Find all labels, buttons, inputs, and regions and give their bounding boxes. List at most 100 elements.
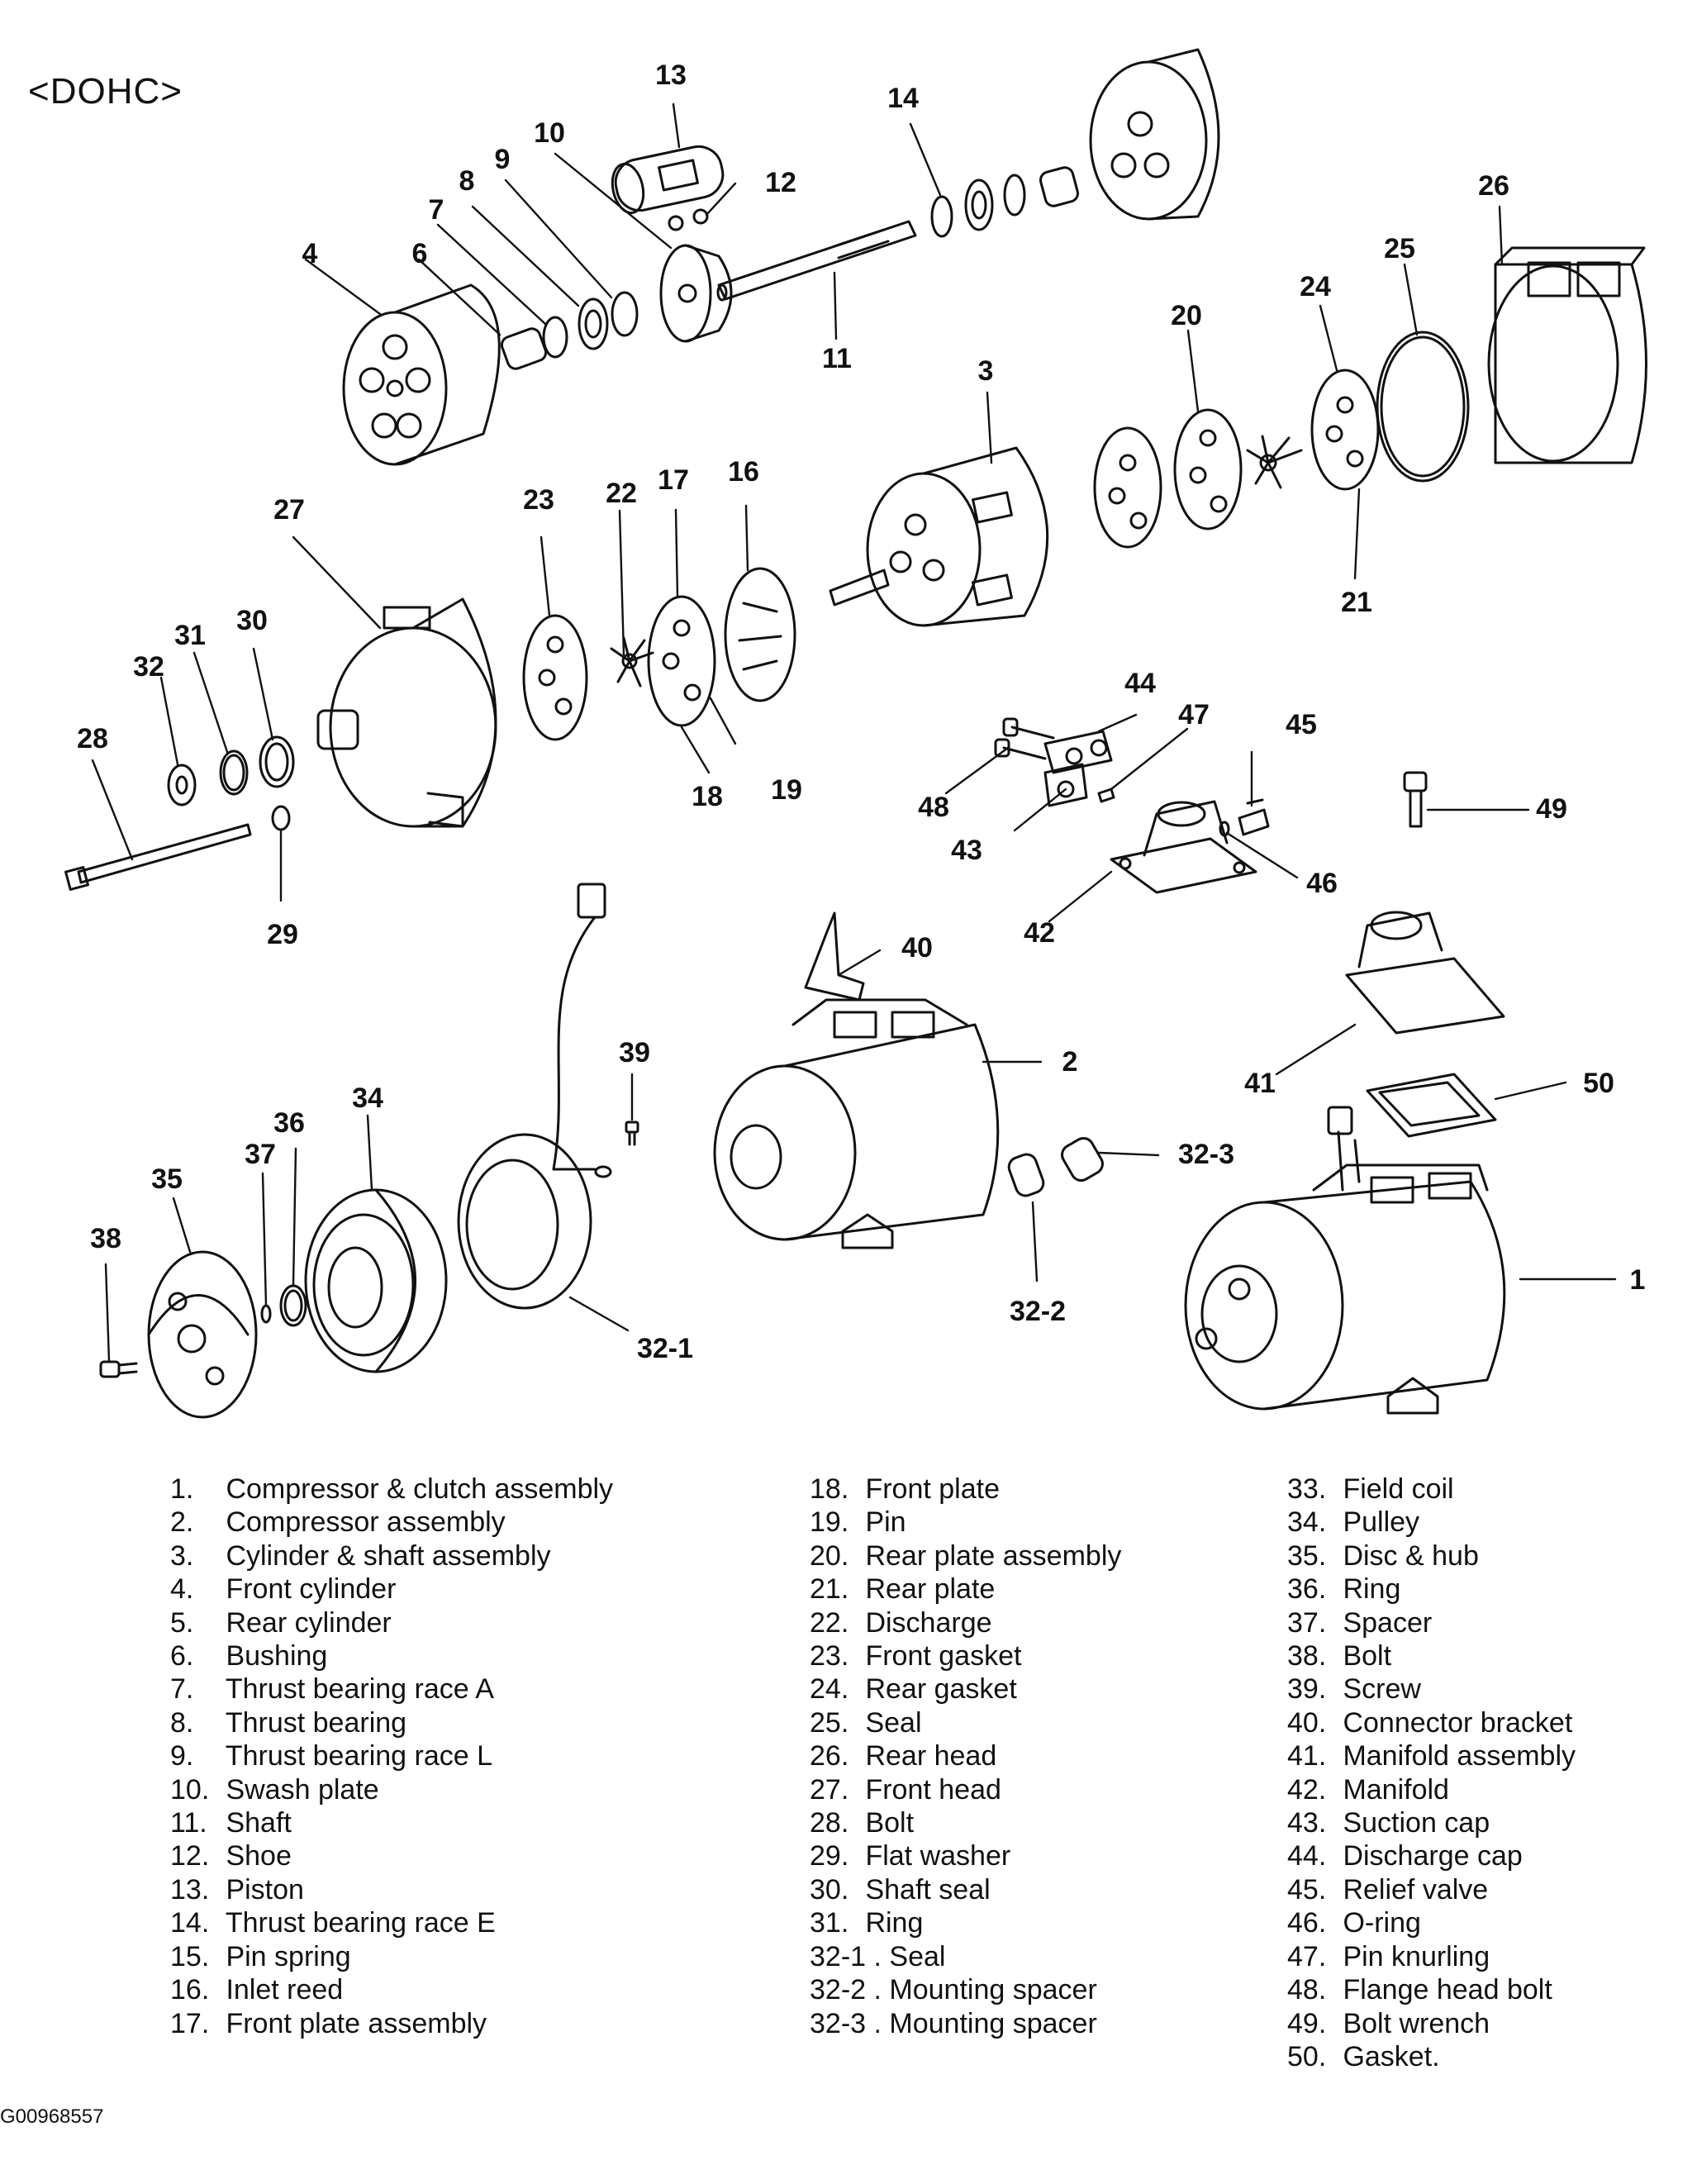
legend-item: 36. Ring <box>1287 1573 1576 1606</box>
legend-item: 38. Bolt <box>1287 1639 1576 1672</box>
legend-item-label: Thrust bearing race A <box>225 1673 494 1706</box>
rear-plate-21 <box>1093 426 1162 549</box>
inlet-reed-16 <box>724 567 796 702</box>
legend-item-number: 29. <box>810 1840 849 1872</box>
callout-12: 12 <box>765 167 796 198</box>
legend-item-label: Ring <box>865 1907 924 1939</box>
thrust-bearing-8 <box>578 297 609 350</box>
legend-item-number: 10. <box>170 1773 210 1806</box>
bolt-38 <box>99 1360 138 1378</box>
legend-item-label: Swash plate <box>226 1773 379 1806</box>
bolt-wrench-49 <box>1403 771 1428 828</box>
relief-valve-45 <box>1238 798 1270 836</box>
callout-4: 4 <box>302 238 318 269</box>
manifold-42 <box>1110 800 1257 894</box>
o-ring-46 <box>1219 821 1230 837</box>
callout-38: 38 <box>90 1223 121 1254</box>
legend-item-label: Mounting spacer <box>889 1974 1097 2006</box>
legend-item-number: 32-1 . <box>810 1940 882 1972</box>
legend-item: 16. Inlet reed <box>170 1973 613 2006</box>
legend-item-label: Bolt <box>865 1807 915 1839</box>
legend-item: 32-1 . Seal <box>810 1940 1121 1973</box>
legend-item-label: Front plate <box>865 1473 1000 1505</box>
legend-item: 41. Manifold assembly <box>1287 1739 1576 1772</box>
legend-item-label: Rear plate <box>865 1573 996 1606</box>
legend-item-label: Thrust bearing race E <box>225 1907 496 1939</box>
legend-item-label: Field coil <box>1343 1473 1454 1505</box>
legend-item: 19. Pin <box>810 1506 1121 1539</box>
legend-item-label: Pulley <box>1343 1506 1420 1539</box>
legend-item-number: 43. <box>1287 1807 1327 1839</box>
shoe-12 <box>668 208 709 231</box>
legend-item-label: Front plate assembly <box>226 2007 487 2039</box>
legend-item: 32-2 . Mounting spacer <box>810 1973 1121 2006</box>
rear-gasket-24 <box>1310 369 1380 491</box>
callout-37: 37 <box>245 1139 276 1170</box>
legend-item-number: 36. <box>1287 1573 1327 1606</box>
legend-item: 28. Bolt <box>810 1806 1121 1839</box>
legend-item-label: Bolt wrench <box>1343 2007 1490 2039</box>
connector-bracket-40 <box>804 911 865 1002</box>
callout-25: 25 <box>1384 233 1415 264</box>
legend-item: 14. Thrust bearing race E <box>170 1906 613 1939</box>
legend-item: 4. Front cylinder <box>170 1573 613 1606</box>
legend-item: 18. Front plate <box>810 1473 1121 1506</box>
legend-item: 32-3 . Mounting spacer <box>810 2007 1121 2040</box>
front-head-27 <box>316 597 497 828</box>
legend-item: 20. Rear plate assembly <box>810 1539 1121 1573</box>
flat-washer-29 <box>271 805 291 831</box>
callout-43: 43 <box>951 835 982 866</box>
callout-40: 40 <box>901 932 933 964</box>
front-gasket-23 <box>522 614 588 741</box>
legend-item-number: 2. <box>170 1506 194 1539</box>
legend-item-label: Shaft seal <box>865 1873 991 1906</box>
legend-item: 21. Rear plate <box>810 1573 1121 1606</box>
legend-item-label: Screw <box>1343 1673 1421 1706</box>
discharge-cap-44 <box>1043 730 1113 774</box>
callout-26: 26 <box>1478 170 1509 202</box>
legend-item-label: Compressor assembly <box>226 1506 506 1539</box>
callout-3: 3 <box>978 355 994 387</box>
legend-item: 31. Ring <box>810 1906 1121 1939</box>
front-cylinder-4 <box>342 283 501 466</box>
callout-6: 6 <box>412 238 428 269</box>
legend-item-label: Flange head bolt <box>1343 1974 1552 2006</box>
callout-7: 7 <box>429 194 444 226</box>
callout-32-1: 32-1 <box>637 1333 693 1364</box>
legend-item-number: 37. <box>1287 1606 1327 1639</box>
callout-42: 42 <box>1024 917 1055 949</box>
gasket-50 <box>1366 1073 1497 1138</box>
legend-item-label: Compressor & clutch assembly <box>226 1473 614 1505</box>
legend-item-number: 32-3 . <box>810 2007 882 2039</box>
legend-item: 9. Thrust bearing race L <box>170 1739 613 1772</box>
legend-item-number: 49. <box>1287 2007 1327 2039</box>
compressor-clutch-assembly-1 <box>1184 1106 1506 1415</box>
callout-50: 50 <box>1583 1068 1614 1099</box>
legend-item-label: Front gasket <box>865 1640 1022 1672</box>
legend-item-number: 8. <box>170 1706 194 1739</box>
legend-item-number: 38. <box>1287 1640 1327 1672</box>
legend-item-label: Seal <box>889 1940 946 1972</box>
legend-item-label: Bushing <box>226 1640 328 1672</box>
legend-item-label: Cylinder & shaft assembly <box>226 1539 551 1572</box>
legend-item: 50. Gasket. <box>1287 2040 1576 2073</box>
callout-9: 9 <box>495 144 511 175</box>
legend-item-label: Rear gasket <box>865 1673 1017 1706</box>
seal-32 <box>167 764 197 807</box>
callout-48: 48 <box>918 792 949 823</box>
callout-44: 44 <box>1124 668 1156 699</box>
legend-item: 8. Thrust bearing <box>170 1706 613 1739</box>
ring-36 <box>279 1284 307 1327</box>
legend-item-label: Rear plate assembly <box>865 1539 1122 1572</box>
legend-item: 33. Field coil <box>1287 1473 1576 1506</box>
legend-item-label: Rear cylinder <box>226 1606 392 1639</box>
flange-head-bolt-48 <box>994 717 1055 760</box>
legend-item-number: 44. <box>1287 1840 1327 1872</box>
bushing-6 <box>500 327 548 370</box>
legend-item-number: 30. <box>810 1873 849 1906</box>
legend-item: 11. Shaft <box>170 1806 613 1839</box>
callout-20: 20 <box>1171 300 1202 331</box>
legend-item-label: Seal <box>865 1706 922 1739</box>
